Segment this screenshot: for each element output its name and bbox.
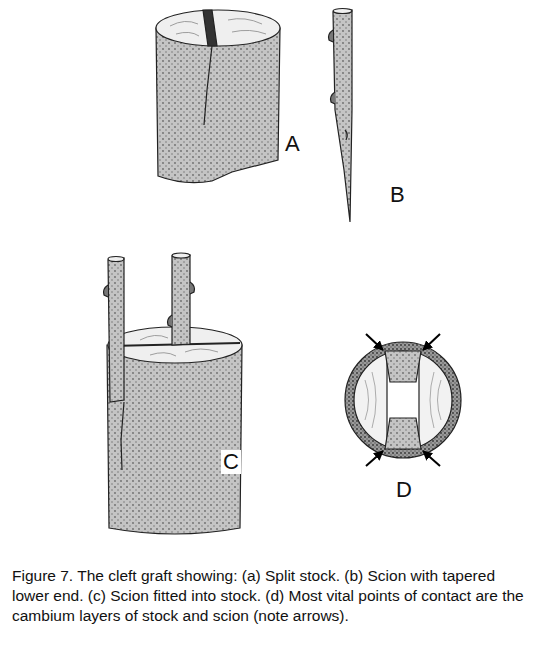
split-stock	[156, 10, 280, 183]
scion	[329, 9, 353, 223]
figure-letter: A	[283, 132, 302, 156]
cross-section	[345, 334, 461, 466]
figure-caption: Figure 7. The cleft graft showing: (a) S…	[12, 566, 527, 626]
figure-letter: C	[221, 450, 241, 474]
figure-letter: B	[388, 183, 407, 207]
figure-letter: D	[394, 478, 414, 502]
grafted-stock	[104, 253, 243, 534]
